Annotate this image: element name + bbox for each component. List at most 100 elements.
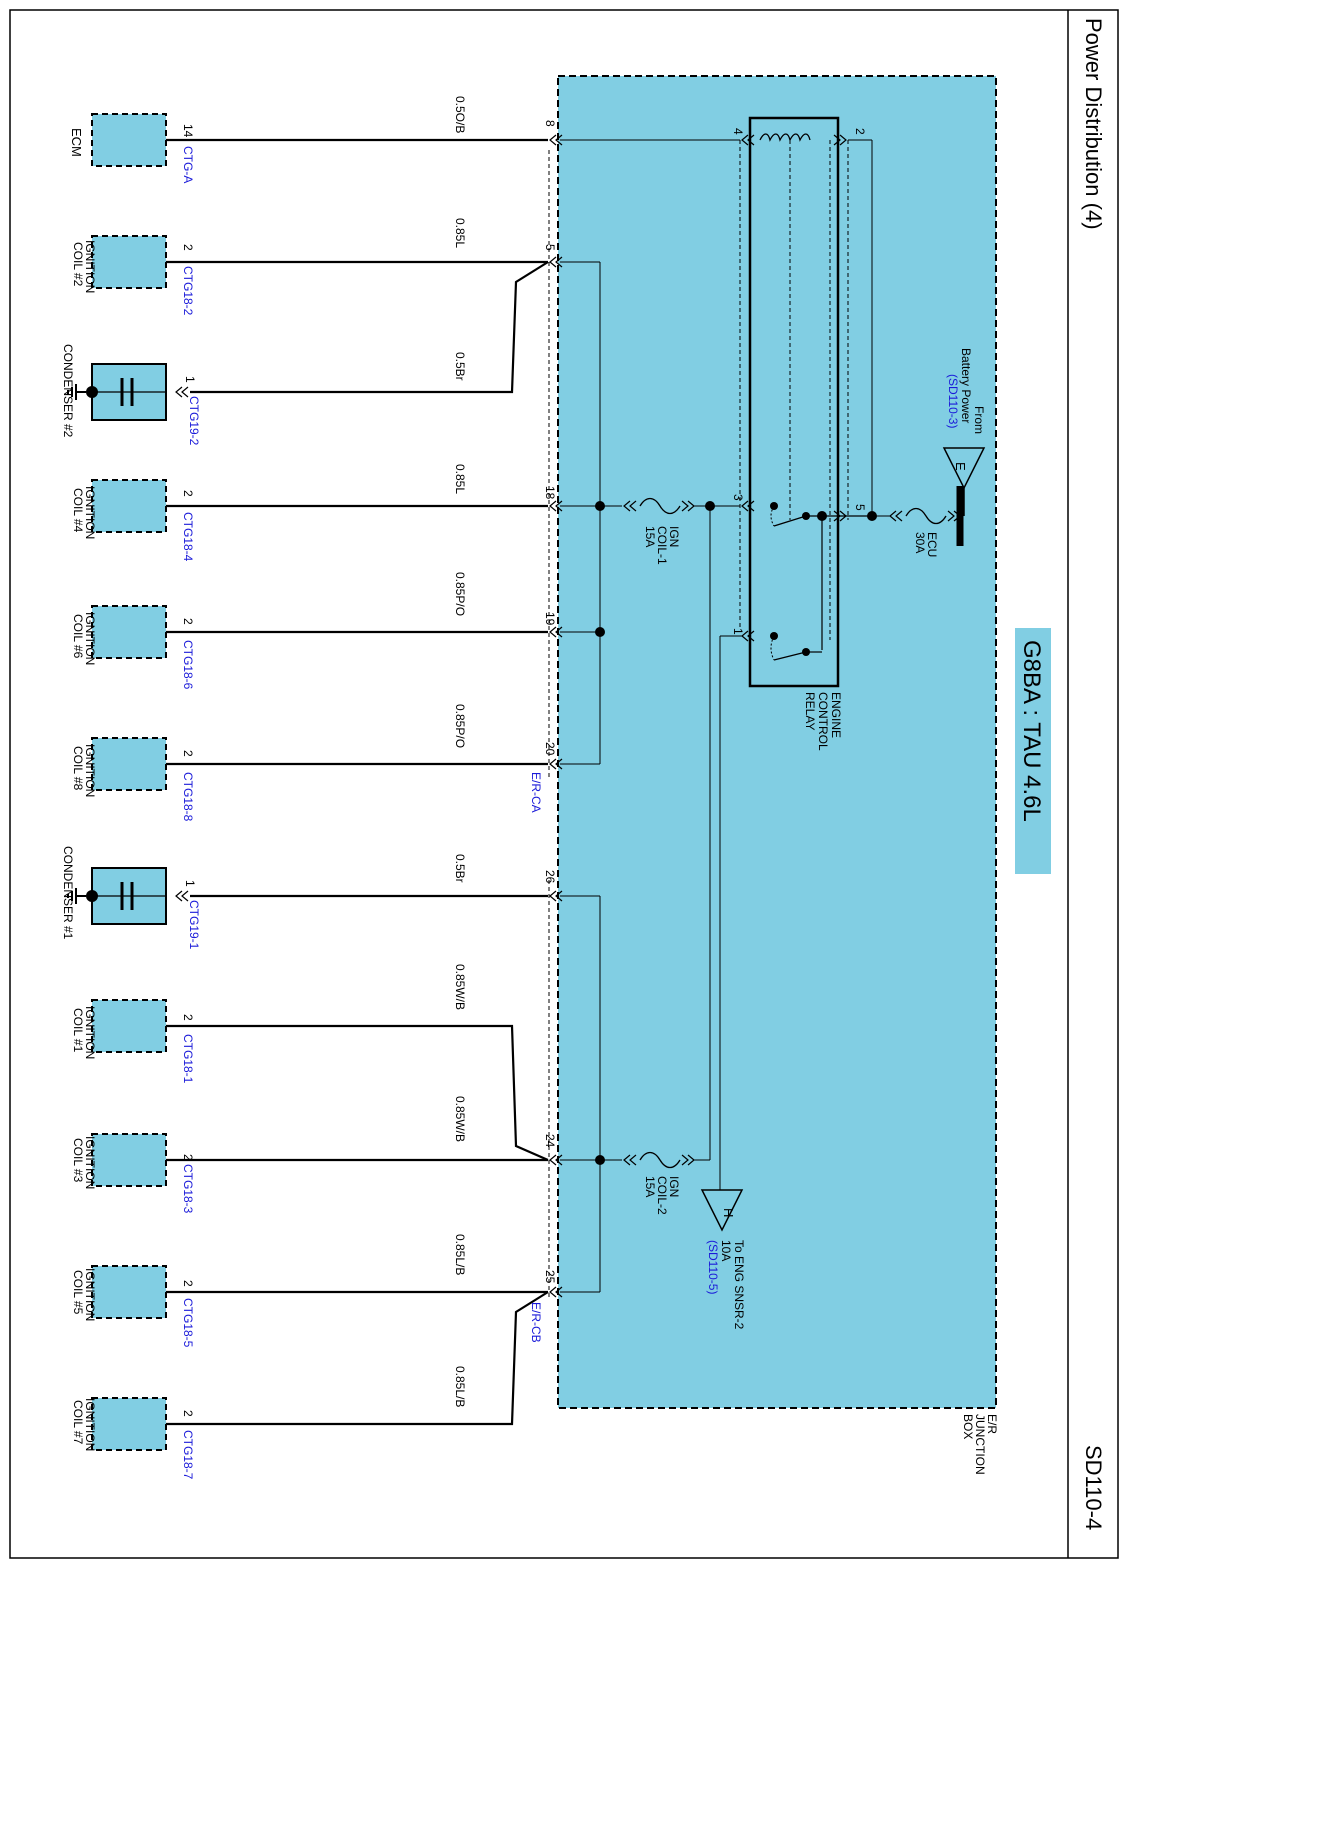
splice-dot — [595, 1155, 605, 1165]
jb-connector-chevron — [549, 1286, 557, 1298]
component-connector: CTG18-3 — [181, 1164, 195, 1214]
component-box — [91, 1265, 167, 1319]
component-connector: CTG18-4 — [181, 512, 195, 562]
wire-label: 0.85L/B — [453, 1366, 467, 1407]
component-pin: 1 — [183, 376, 197, 383]
jb-pin: 24 — [543, 1134, 557, 1148]
component-name-ignition-coil-4-b: COIL #4 — [71, 488, 85, 533]
fuse-terminal — [629, 500, 637, 512]
component-box — [91, 479, 167, 533]
jb-connector-chevron — [555, 758, 563, 770]
connector-chevron — [181, 890, 189, 902]
jb-connector-chevron — [549, 758, 557, 770]
jb-connector-chevron — [555, 134, 563, 146]
component-connector: CTG18-6 — [181, 640, 195, 690]
sheet-title: Power Distribution (4) — [1081, 18, 1106, 230]
wire-condenser-2 — [190, 261, 549, 394]
connector-chevron — [181, 386, 189, 398]
relay-terminal — [833, 134, 841, 146]
fuse-ign-coil-1-symbol — [639, 497, 681, 515]
jb-connector-chevron — [555, 626, 563, 638]
junction-box-name-3: BOX — [961, 1414, 975, 1439]
fuse-terminal — [895, 510, 903, 522]
component-pin: 2 — [181, 1280, 195, 1287]
junction-box-outline — [557, 75, 997, 1409]
junction-box-name-2: JUNCTION — [973, 1414, 987, 1475]
fuse-ign-coil-2-name: IGN — [667, 1176, 681, 1197]
component-box — [91, 605, 167, 659]
fuse-ecu-symbol — [905, 507, 947, 525]
fuse-ecu-rating: 30A — [913, 532, 927, 553]
component-name-ignition-coil-3-b: COIL #3 — [71, 1138, 85, 1183]
relay-switch-arm — [773, 515, 807, 527]
component-name-ignition-coil-3-a: IGNITION — [83, 1136, 97, 1189]
component-name-condenser-1: CONDENSER #1 — [61, 846, 75, 940]
wiring-diagram: Power Distribution (4) SD110-4 G8BA : TA… — [9, 9, 1119, 1559]
component-name-ignition-coil-4-a: IGNITION — [83, 486, 97, 539]
connector-chevron — [175, 890, 183, 902]
off-page-ref-e — [942, 447, 986, 490]
component-pin: 1 — [183, 880, 197, 887]
fuse-terminal — [629, 1154, 637, 1166]
wire-label: 0.85L — [453, 218, 467, 248]
component-connector: CTG18-2 — [181, 266, 195, 316]
component-name-ignition-coil-1-b: COIL #1 — [71, 1008, 85, 1053]
component-name-ignition-coil-7-a: IGNITION — [83, 1398, 97, 1451]
fuse-ign-coil-1-name: IGN — [667, 526, 681, 547]
component-name-ignition-coil-7-b: COIL #7 — [71, 1400, 85, 1445]
wire-label: 0.85W/B — [453, 964, 467, 1010]
fuse-terminal — [947, 510, 955, 522]
fuse-ign-coil-1-rating: 15A — [643, 526, 657, 547]
jb-pin: 5 — [543, 244, 557, 251]
page-id: SD110-4 — [1081, 1445, 1106, 1530]
jb-pin: 26 — [543, 870, 557, 884]
component-pin: 2 — [181, 490, 195, 497]
ref-h-letter: H — [721, 1208, 736, 1217]
wire-coil-7 — [166, 1291, 549, 1426]
model-badge: G8BA : TAU 4.6L — [1018, 640, 1045, 822]
junction-box-name-1: E/R — [985, 1414, 999, 1434]
component-pin: 2 — [181, 750, 195, 757]
component-box — [91, 1133, 167, 1187]
jb-pin: 8 — [543, 120, 557, 127]
relay-terminal — [747, 134, 755, 146]
ref-e-letter: E — [953, 462, 968, 471]
jb-connector-chevron — [555, 256, 563, 268]
component-name-ecm: ECM — [69, 128, 84, 157]
component-connector: CTG19-2 — [187, 396, 201, 446]
ref-e-link: (SD110-3) — [946, 374, 960, 428]
component-connector: CTG18-8 — [181, 772, 195, 822]
component-name-ignition-coil-5-a: IGNITION — [83, 1268, 97, 1321]
fuse-ign-coil-1-id: COIL-1 — [655, 526, 669, 565]
component-connector: CTG18-5 — [181, 1298, 195, 1348]
relay-switch-dotted — [770, 505, 775, 527]
wire-label: 0.85L/B — [453, 1234, 467, 1275]
fuse-terminal — [623, 500, 631, 512]
component-box — [91, 1397, 167, 1451]
engine-control-relay — [748, 116, 840, 688]
component-name-condenser-2: CONDENSER #2 — [61, 344, 75, 438]
component-name-ignition-coil-6-b: COIL #6 — [71, 614, 85, 659]
component-connector: CTG19-1 — [187, 900, 201, 950]
component-name-ignition-coil-8-a: IGNITION — [83, 744, 97, 797]
component-pin: 2 — [181, 618, 195, 625]
component-box — [91, 737, 167, 791]
relay-pin-1: 1 — [731, 628, 745, 635]
component-box — [91, 999, 167, 1053]
jb-connector-chevron — [549, 626, 557, 638]
connector-chevron — [175, 386, 183, 398]
fuse-terminal — [681, 1154, 689, 1166]
component-name-ignition-coil-2-b: COIL #2 — [71, 242, 85, 287]
relay-switch-dotted — [770, 635, 775, 661]
relay-pin-3: 3 — [731, 494, 745, 501]
component-box — [91, 235, 167, 289]
fuse-terminal — [681, 500, 689, 512]
jb-connector-chevron — [549, 890, 557, 902]
ref-e-line-1: From — [972, 406, 986, 434]
component-pin: 2 — [181, 1014, 195, 1021]
component-name-ignition-coil-6-a: IGNITION — [83, 612, 97, 665]
wire-label: 0.85W/B — [453, 1096, 467, 1142]
relay-terminal — [741, 134, 749, 146]
ground-node — [86, 890, 98, 902]
jb-pin: 20 — [543, 742, 557, 756]
